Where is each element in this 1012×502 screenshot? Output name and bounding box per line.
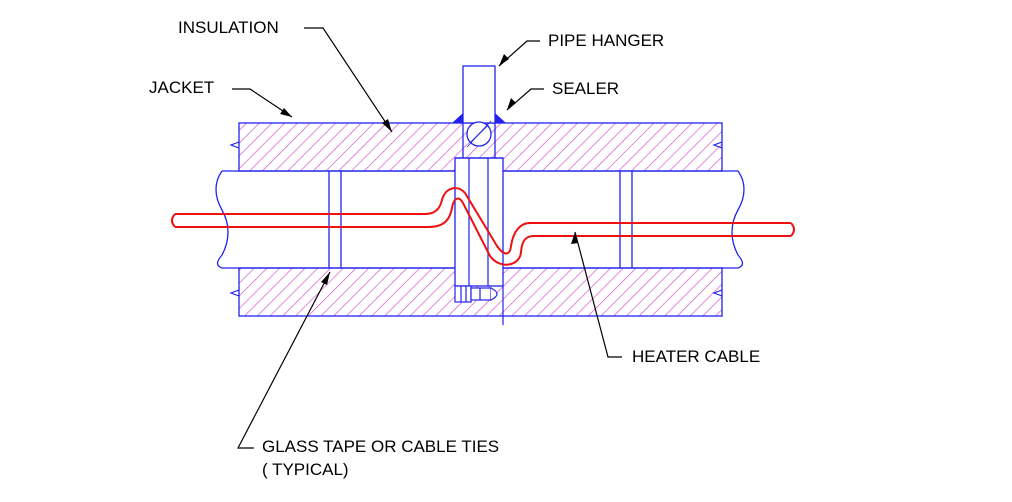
leader-arrowheads [280,54,578,285]
label-jacket: JACKET [149,78,215,97]
cable-ties [328,171,633,268]
label-glass-tape: GLASS TAPE OR CABLE TIES [262,437,500,456]
pipe-hanger-rod [462,65,496,158]
heater-cable [171,187,795,266]
label-heater-cable: HEATER CABLE [632,347,761,366]
insulation-break-marks [229,141,723,297]
hanger-clamp [454,157,504,287]
label-pipe-hanger: PIPE HANGER [548,31,665,50]
label-sealer: SEALER [552,79,620,98]
label-insulation: INSULATION [178,18,279,37]
top-bolt [466,120,492,148]
sealer [452,113,506,123]
label-glass-tape-typical: ( TYPICAL) [262,460,349,479]
bottom-bolt [454,285,498,303]
